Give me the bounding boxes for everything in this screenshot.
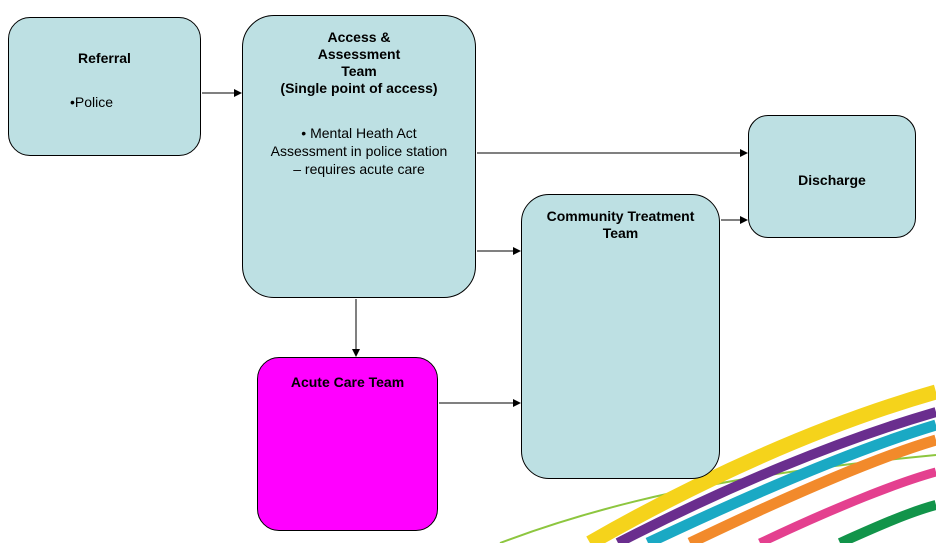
access-title-line3: Team: [341, 63, 377, 79]
discharge-node: Discharge: [748, 115, 916, 238]
access-title: Access & Assessment Team (Single point o…: [243, 29, 475, 97]
access-title-line4: (Single point of access): [280, 80, 438, 96]
community-title: Community Treatment Team: [546, 208, 695, 241]
discharge-title: Discharge: [798, 172, 866, 188]
access-title-line1: Access &: [327, 29, 391, 45]
referral-node: Referral •Police: [8, 17, 201, 156]
referral-body: •Police: [69, 94, 114, 110]
acute-title: Acute Care Team: [290, 374, 405, 390]
community-treatment-node: Community Treatment Team: [521, 194, 720, 479]
referral-title: Referral: [78, 50, 131, 66]
swoosh-green: [837, 500, 936, 543]
swoosh-pink: [758, 467, 936, 543]
swoosh-teal: [645, 419, 936, 543]
acute-care-node: Acute Care Team: [257, 357, 438, 531]
swoosh-purple: [615, 407, 936, 543]
access-body: • Mental Heath Act Assessment in police …: [270, 125, 448, 177]
swoosh-yellow: [586, 384, 936, 543]
swoosh-orange: [687, 434, 936, 543]
access-title-line2: Assessment: [317, 46, 401, 62]
access-assessment-node: Access & Assessment Team (Single point o…: [242, 15, 476, 298]
